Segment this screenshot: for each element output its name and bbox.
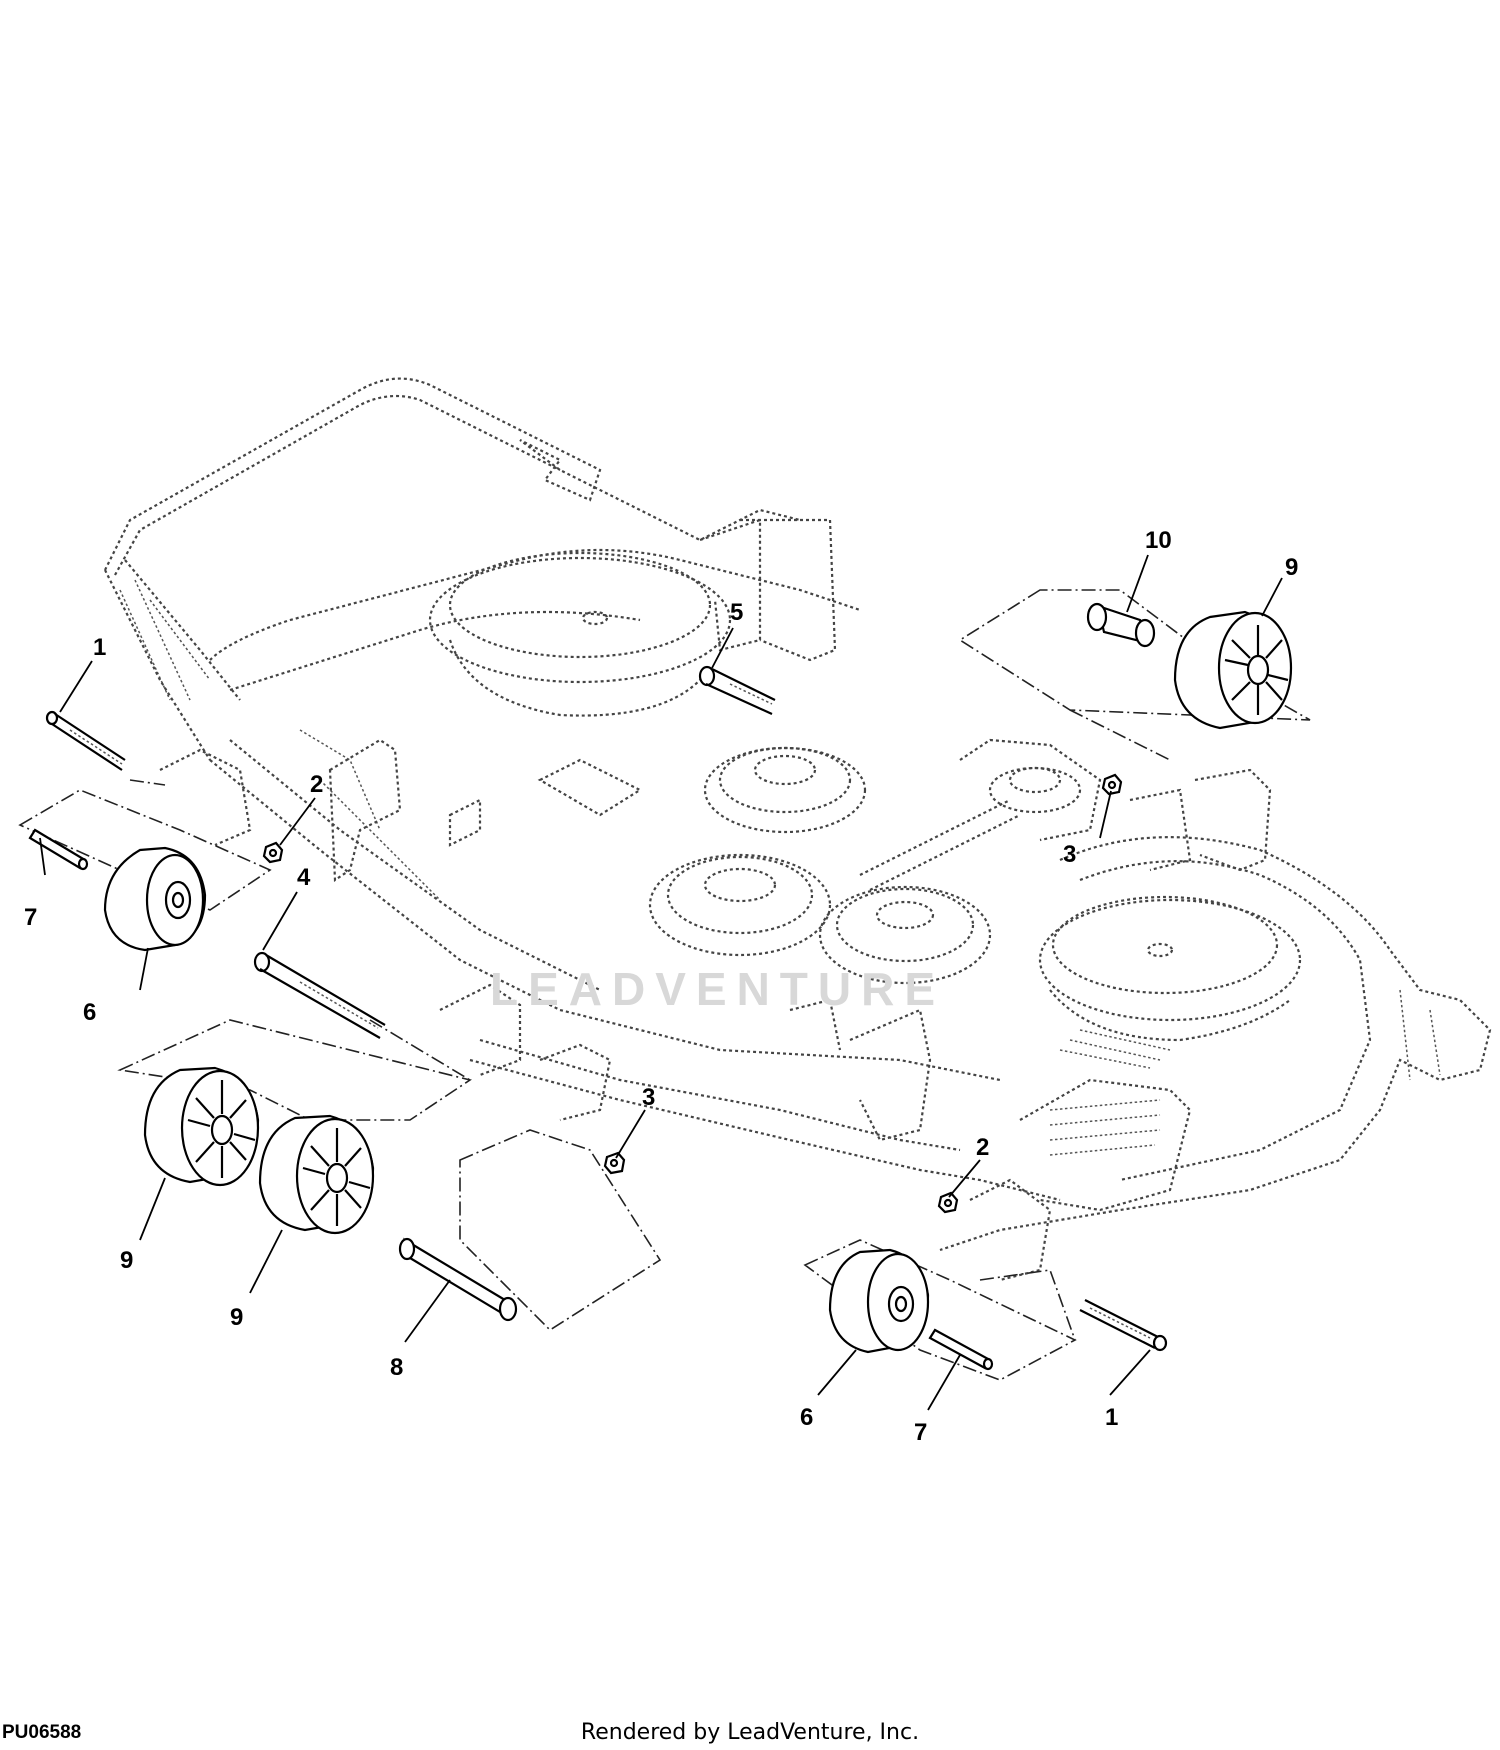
callout-8: 8 [390, 1354, 403, 1381]
callout-9-middle: 9 [230, 1304, 243, 1331]
watermark: LEADVENTURE [490, 963, 945, 1015]
callout-labels: 1 1 2 2 3 3 4 5 6 6 7 7 8 9 9 9 10 [24, 527, 1298, 1446]
assembly-phantom-lines [18, 589, 1311, 1381]
callout-7-left: 7 [24, 904, 37, 931]
callout-1-right: 1 [1105, 1404, 1118, 1431]
pin-7-right [928, 1328, 994, 1371]
bolt-1-left [45, 710, 126, 771]
callout-4: 4 [297, 864, 311, 891]
callout-7-right: 7 [914, 1419, 927, 1446]
wheel-6-right [828, 1248, 930, 1354]
bolt-4 [253, 951, 386, 1039]
highlighted-parts [28, 602, 1293, 1371]
sleeve-10 [1086, 602, 1156, 648]
nut-2-left [262, 841, 284, 864]
figure-code: PU06588 [2, 1722, 82, 1743]
wheel-6-left [103, 846, 207, 952]
callout-6-right: 6 [800, 1404, 813, 1431]
mower-deck-ghost [104, 377, 1492, 1282]
nut-3-right [1101, 773, 1123, 796]
callout-9-top: 9 [1285, 554, 1298, 581]
footer-credit: Rendered by LeadVenture, Inc. [580, 1720, 920, 1745]
callout-9-left: 9 [120, 1247, 133, 1274]
leader-lines [39, 554, 1283, 1411]
bolt-5 [698, 665, 776, 716]
bolt-1-right [1079, 1299, 1168, 1352]
callout-3-center: 3 [642, 1084, 655, 1111]
sleeve-8 [398, 1237, 518, 1322]
nut-2-right [937, 1191, 959, 1214]
wheel-9-top [1173, 610, 1293, 730]
callout-10: 10 [1145, 527, 1172, 554]
callout-1-left: 1 [93, 634, 106, 661]
pin-7-left [28, 828, 89, 871]
wheel-9-left [143, 1066, 260, 1187]
callout-6-left: 6 [83, 999, 96, 1026]
wheel-9-middle [258, 1114, 375, 1235]
nut-3-center [603, 1151, 626, 1175]
callout-3-right: 3 [1063, 841, 1076, 868]
callout-2-left: 2 [310, 771, 323, 798]
callout-5: 5 [730, 599, 743, 626]
callout-2-right: 2 [976, 1134, 989, 1161]
